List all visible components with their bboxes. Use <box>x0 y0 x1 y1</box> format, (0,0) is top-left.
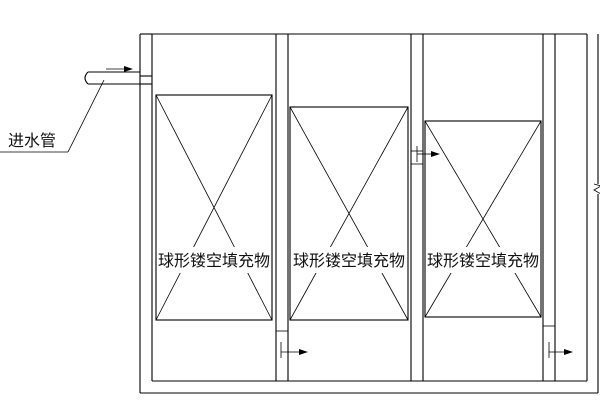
filler-box-2: 球形镂空填充物 <box>289 106 409 321</box>
filler-label-3: 球形镂空填充物 <box>427 251 539 270</box>
filler-label-2: 球形镂空填充物 <box>293 251 405 270</box>
partition-wall-1 <box>275 34 289 381</box>
inlet-pipe <box>84 71 152 85</box>
partition-wall-3 <box>542 34 556 381</box>
break-mark <box>593 183 600 194</box>
flow-arrow-bottom-3 <box>548 342 573 358</box>
flow-arrow-bottom-1 <box>280 342 308 358</box>
filler-box-3: 球形镂空填充物 <box>424 120 542 318</box>
inlet-label: 进水管 <box>8 131 56 150</box>
partition-wall-2 <box>410 34 424 381</box>
tank-outer-wall <box>139 33 600 394</box>
inlet-leader-line <box>0 79 105 153</box>
flow-arrow-top-2 <box>416 146 440 162</box>
filler-box-1: 球形镂空填充物 <box>155 94 273 321</box>
inlet-flow-arrow <box>106 66 133 72</box>
filler-label-1: 球形镂空填充物 <box>158 251 270 270</box>
